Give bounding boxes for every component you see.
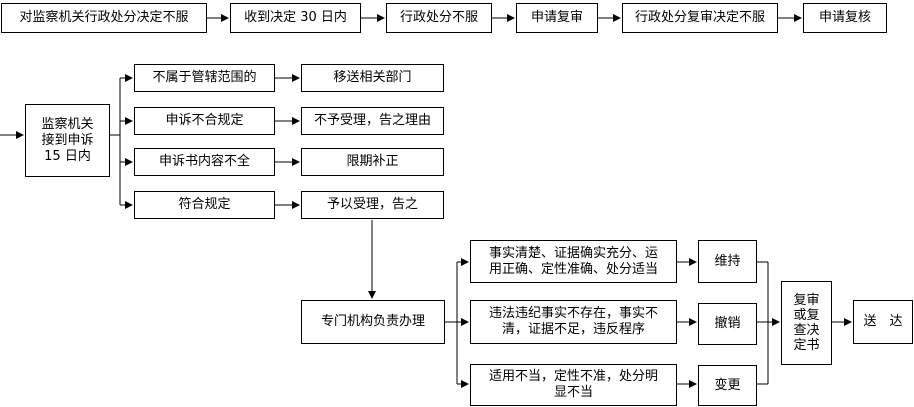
condition-4: 符合规定	[134, 191, 275, 219]
decision-document: 复审 或复 查决 定书	[781, 281, 832, 365]
handler-node: 专门机构负责办理	[301, 300, 445, 344]
finding-3: 适用不当，定性不准，处分明 显不当	[470, 364, 677, 406]
final-delivery: 送 达	[853, 300, 913, 344]
outcome-change: 变更	[698, 365, 757, 406]
top-step-3: 行政处分不服	[386, 3, 492, 33]
condition-1: 不属于管辖范围的	[134, 64, 275, 92]
finding-2: 违法违纪事实不存在，事实不 清，证据不足，违反程序	[470, 300, 677, 344]
condition-3: 申诉书内容不全	[134, 148, 275, 176]
outcome-maintain: 维持	[698, 240, 757, 283]
top-step-2: 收到决定 30 日内	[230, 3, 361, 33]
action-3: 限期补正	[301, 148, 444, 176]
action-4: 予以受理，告之	[301, 191, 444, 219]
action-2: 不予受理，告之理由	[301, 107, 444, 135]
start-node: 监察机关 接到申诉 15 日内	[25, 104, 110, 177]
action-1: 移送相关部门	[301, 64, 444, 92]
finding-1: 事实清楚、证据确实充分、运 用正确、定性准确、处分适当	[470, 240, 677, 283]
top-step-1: 对监察机关行政处分决定不服	[1, 3, 207, 33]
top-step-4: 申请复审	[516, 3, 598, 33]
condition-2: 申诉不合规定	[134, 107, 275, 135]
top-step-5: 行政处分复审决定不服	[622, 3, 778, 33]
outcome-revoke: 撤销	[698, 303, 757, 345]
top-step-6: 申请复核	[803, 3, 887, 33]
